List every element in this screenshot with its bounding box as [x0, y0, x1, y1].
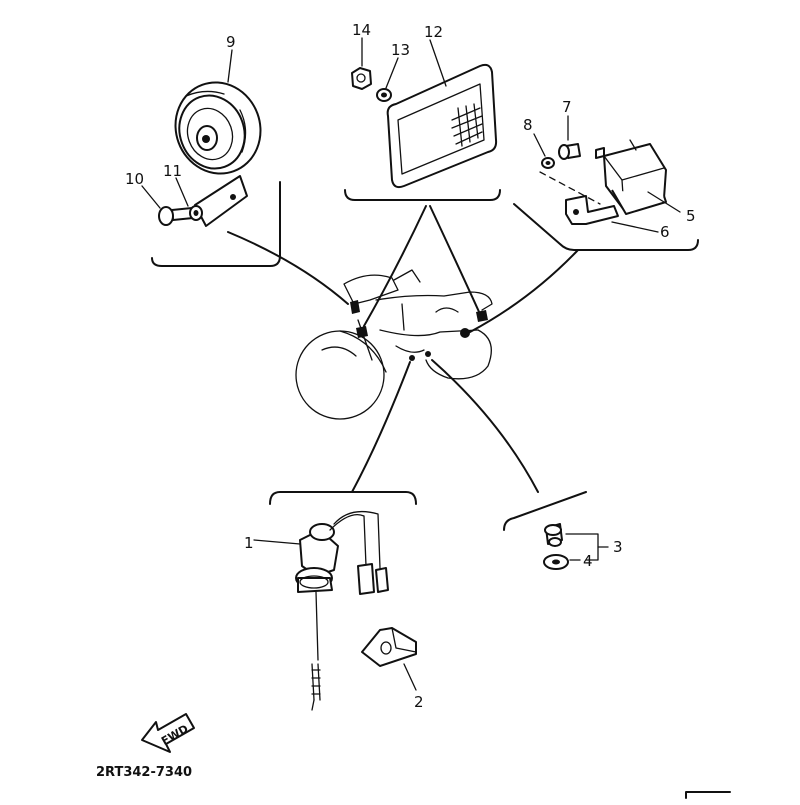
reflector-nut-part	[351, 67, 372, 90]
neutral-switch-part	[544, 523, 563, 547]
marker-reflector-2	[476, 310, 488, 322]
part-number-12: 12	[424, 23, 443, 41]
part-number-11: 11	[163, 162, 182, 180]
part-number-9: 9	[226, 33, 236, 51]
part-number-8: 8	[523, 116, 533, 134]
horn-bolt-part	[158, 206, 194, 226]
relay-group: 7 8 5 6	[513, 98, 699, 251]
brake-switch-part	[295, 510, 389, 711]
relay-group-bracket	[513, 203, 699, 251]
horn-group: 9 10 11	[125, 33, 281, 267]
location-leaders	[227, 205, 579, 493]
diagram-code: 2RT342-7340	[96, 765, 192, 780]
marker-brake-switch	[409, 355, 415, 361]
part-number-2: 2	[414, 693, 424, 711]
reflector-group-bracket	[344, 189, 501, 201]
relay-bracket-part	[565, 195, 619, 225]
part-number-1: 1	[244, 534, 254, 552]
part-number-3: 3	[613, 538, 623, 556]
horn-group-bracket	[151, 181, 281, 267]
front-wheel	[295, 330, 385, 420]
fwd-arrow-icon: FWD	[141, 713, 195, 753]
part-number-10: 10	[125, 170, 144, 188]
part-number-6: 6	[660, 223, 670, 241]
part-number-7: 7	[562, 98, 572, 116]
marker-reflector	[356, 326, 368, 338]
marker-horn	[350, 300, 360, 314]
neutral-switch-group-bracket	[503, 491, 587, 531]
brake-switch-group: 1	[244, 491, 417, 711]
part-number-14: 14	[352, 21, 371, 39]
motorcycle-silhouette	[295, 269, 493, 420]
part-number-13: 13	[391, 41, 410, 59]
neutral-switch-group: 3 4	[503, 491, 623, 570]
marker-relay	[460, 328, 470, 338]
part-number-5: 5	[686, 207, 696, 225]
corner-mark	[685, 791, 731, 799]
horn-part	[174, 81, 262, 227]
switch-cover-part	[361, 627, 417, 667]
part-number-4: 4	[583, 552, 593, 570]
relay-bolt-part	[558, 143, 581, 160]
relay-part	[595, 139, 667, 215]
marker-neutral-switch	[425, 351, 431, 357]
neutral-gasket-part	[543, 554, 569, 570]
reflector-group: 14 13 12	[344, 21, 501, 201]
brake-switch-group-bracket	[269, 491, 417, 505]
reflector-part	[386, 63, 498, 189]
switch-cover-group: 2	[361, 627, 424, 711]
